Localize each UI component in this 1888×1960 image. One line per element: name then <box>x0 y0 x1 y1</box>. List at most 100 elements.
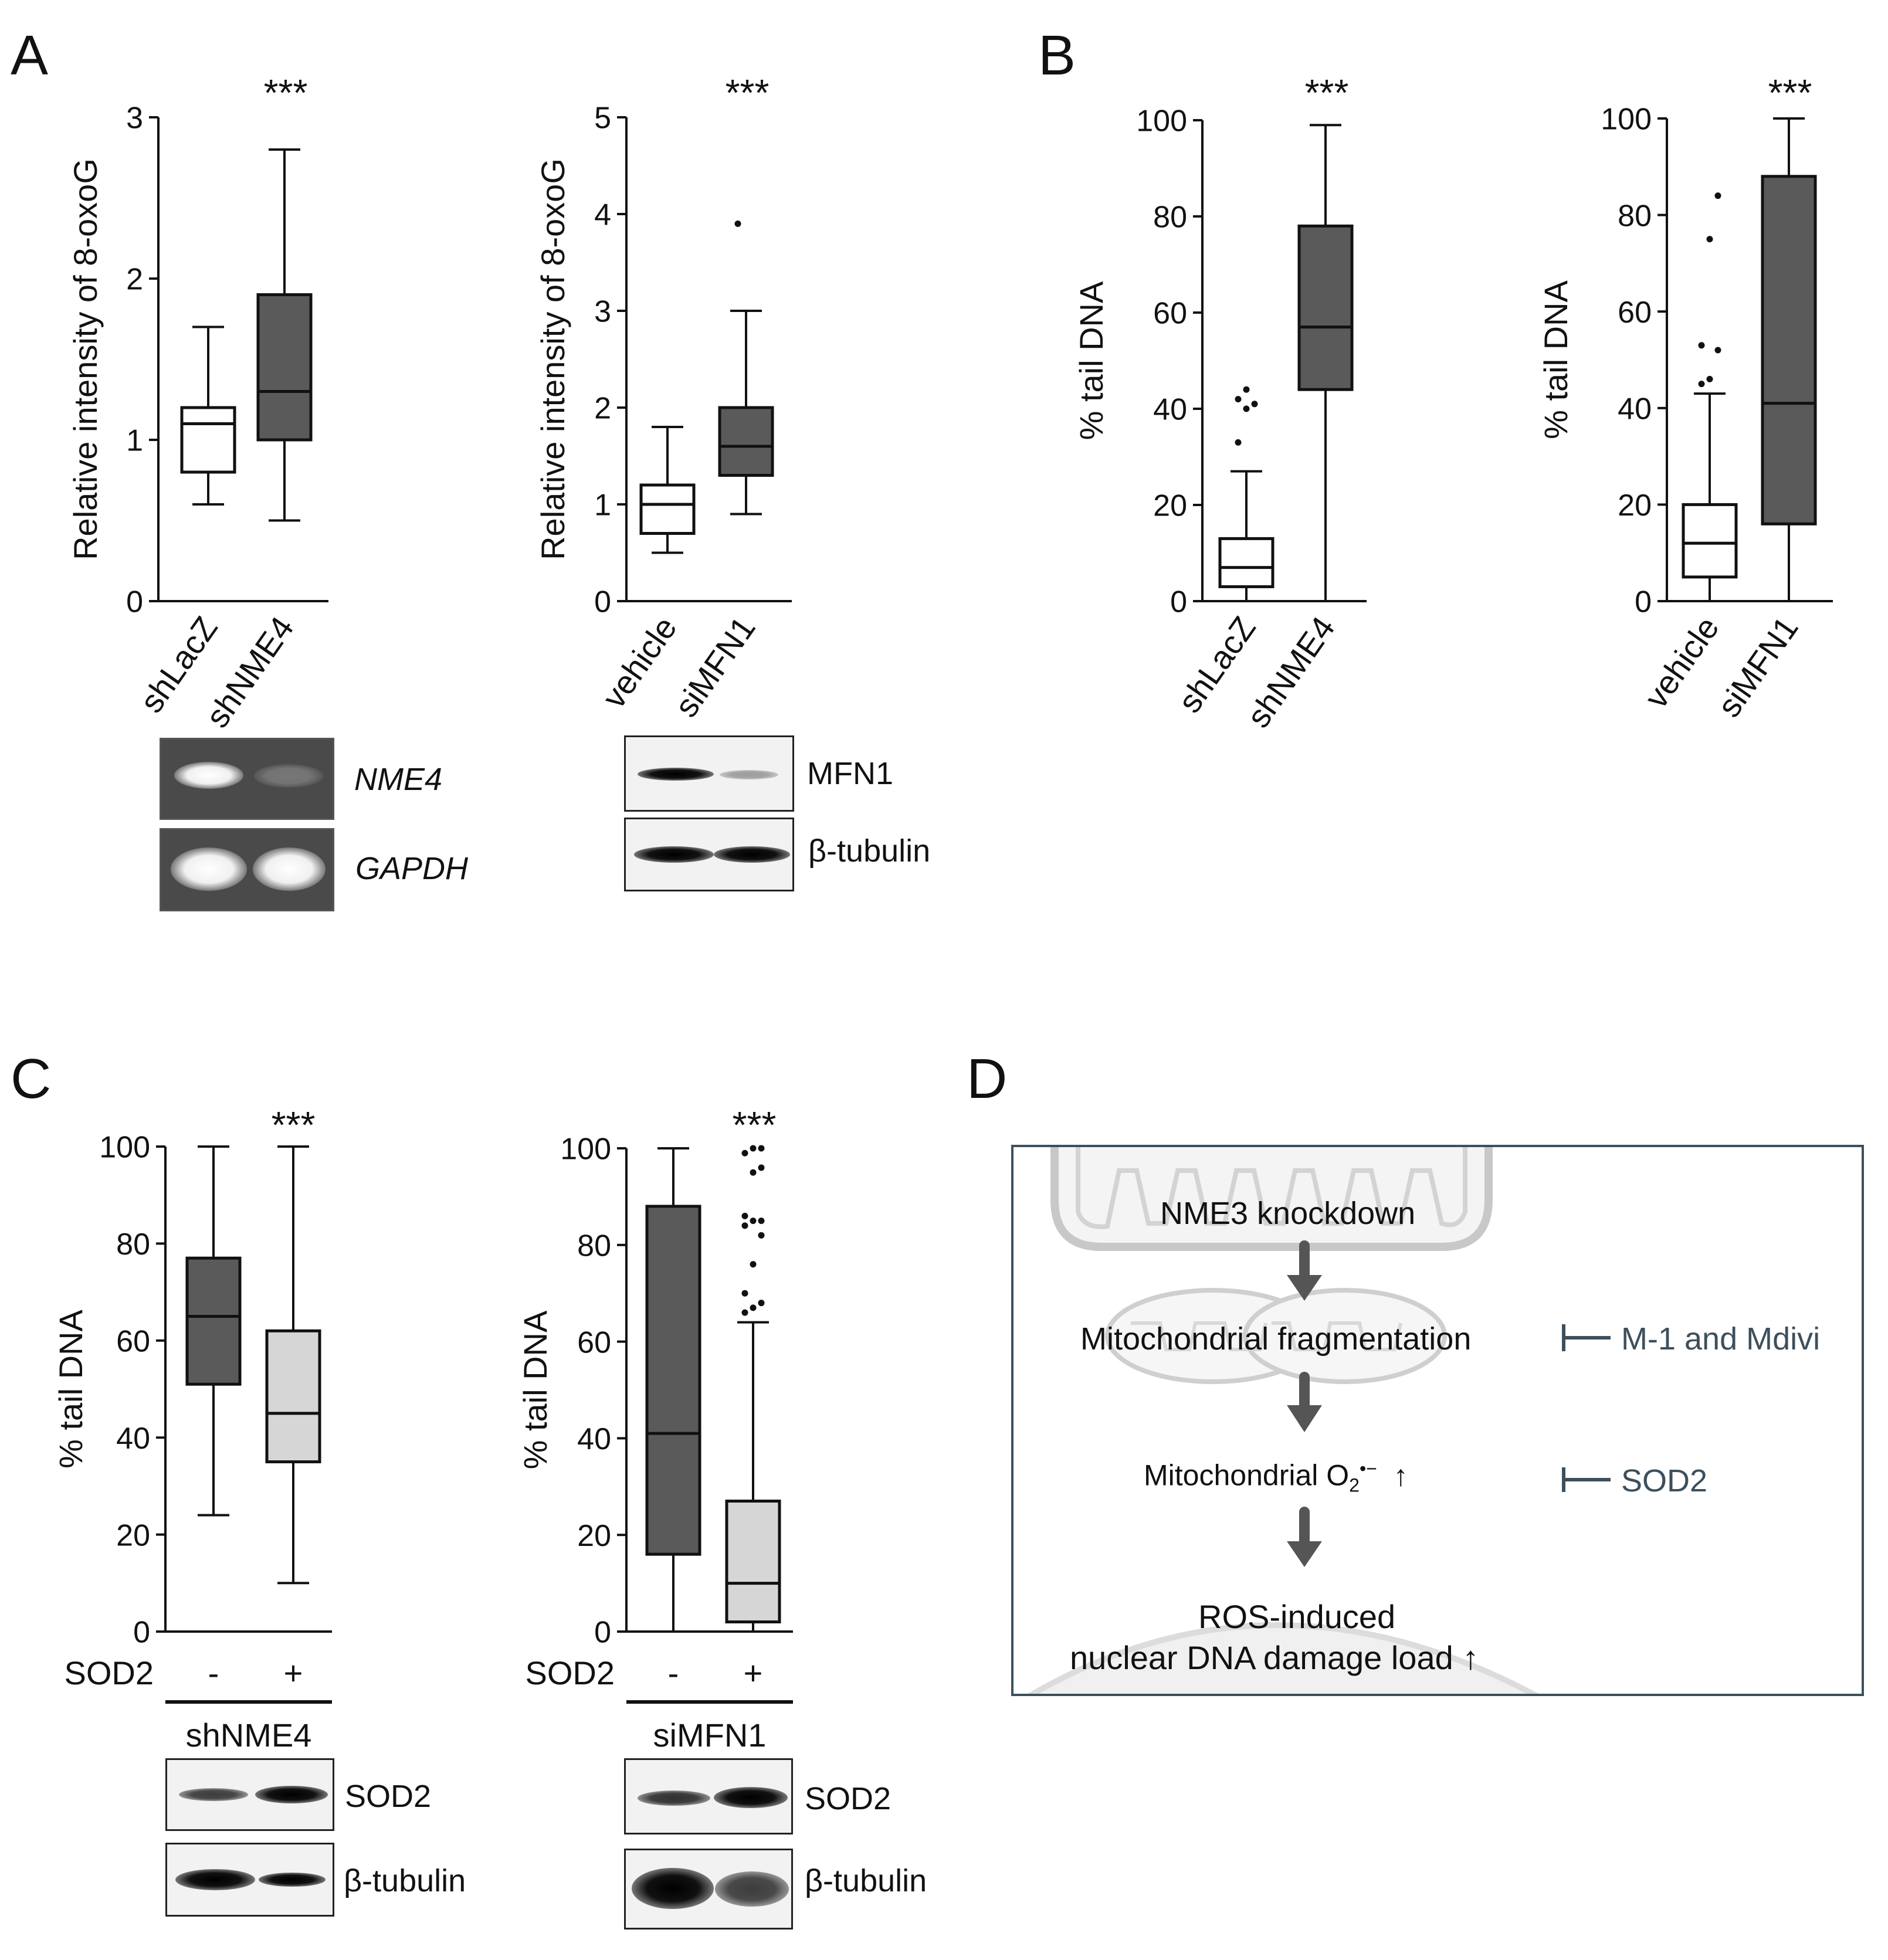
outlier-point <box>741 1309 748 1316</box>
y-tick-label: 100 <box>1136 104 1187 138</box>
box- <box>645 1147 701 1633</box>
box-iqr <box>265 1329 321 1464</box>
panel-letter-b: B <box>1038 24 1076 87</box>
y-tick-label: 0 <box>594 585 611 619</box>
box- <box>725 1145 781 1633</box>
band-sod2-left-plus <box>255 1786 328 1803</box>
band-sod2-left-minus <box>179 1788 248 1801</box>
outlier-point <box>1714 192 1721 199</box>
panel-letter-c: C <box>11 1047 52 1110</box>
outlier-point <box>758 1145 765 1152</box>
x-axis-label: SOD2 <box>65 1654 154 1691</box>
step-nme3-knockdown: NME3 knockdown <box>1160 1196 1416 1231</box>
band-tubulin-c-right-plus <box>715 1871 789 1907</box>
outlier-point <box>750 1169 757 1176</box>
y-tick-label: 1 <box>126 424 143 458</box>
y-tick-label: 20 <box>1153 489 1187 523</box>
y-axis-label: Relative intensity of 8-oxoG <box>534 158 571 560</box>
outlier-point <box>741 1212 748 1219</box>
nucleus-shape <box>1027 1622 1539 1694</box>
box- <box>185 1145 242 1517</box>
diagram-panel-d: NME3 knockdown Mitochondrial fragmentati… <box>1011 1145 1864 1696</box>
outlier-point <box>750 1304 757 1311</box>
y-tick-label: 40 <box>577 1422 611 1456</box>
y-tick-label: 100 <box>99 1131 150 1165</box>
significance-label: *** <box>1768 72 1812 114</box>
step-ros-induced: ROS-induced <box>1198 1598 1396 1635</box>
blot-label-gapdh: GAPDH <box>355 851 469 886</box>
gel-nme4 <box>160 738 334 820</box>
box-iqr <box>1682 503 1738 579</box>
superoxide-subscript: 2 <box>1349 1474 1360 1496</box>
panel-letter-a: A <box>11 24 49 87</box>
box-shlacz <box>1218 386 1275 602</box>
band-sod2-right-plus <box>714 1787 788 1808</box>
group-label: shNME4 <box>186 1717 312 1754</box>
outlier-point <box>750 1145 757 1152</box>
box-iqr <box>180 406 236 474</box>
box- <box>265 1145 321 1585</box>
box-shlacz <box>180 325 236 506</box>
y-tick-label: 1 <box>594 489 611 523</box>
blot-label-tubulin-c-right: β-tubulin <box>805 1863 927 1898</box>
y-tick-label: 40 <box>1153 393 1187 427</box>
box-simfn1 <box>1761 117 1817 602</box>
y-tick-label: 5 <box>594 101 611 135</box>
box-vehicle <box>1682 192 1738 602</box>
outlier-point <box>1698 381 1705 388</box>
y-axis-label: % tail DNA <box>1537 280 1574 439</box>
superoxide-increase-arrow: ↑ <box>1393 1459 1408 1492</box>
y-tick-label: 20 <box>116 1518 150 1552</box>
category-label: - <box>208 1654 219 1691</box>
arrow-2-head <box>1287 1405 1322 1432</box>
blot-label-sod2-right: SOD2 <box>805 1781 892 1816</box>
band-mfn1-vehicle <box>638 768 714 781</box>
blot-mfn1 <box>624 735 794 812</box>
box-iqr <box>639 483 696 535</box>
category-label: siMFN1 <box>1710 610 1805 724</box>
y-axis-label: % tail DNA <box>52 1309 89 1468</box>
y-tick-label: 20 <box>1618 489 1652 523</box>
outlier-point <box>1251 401 1258 408</box>
superoxide-superscript: •− <box>1359 1458 1377 1479</box>
outlier-point <box>1706 236 1713 243</box>
box-iqr <box>1218 537 1275 588</box>
box-simfn1 <box>718 221 774 516</box>
outlier-point <box>758 1218 765 1225</box>
blot-label-tubulin-a: β-tubulin <box>808 833 931 869</box>
outlier-point <box>758 1300 765 1307</box>
blot-tubulin-c-right <box>624 1849 793 1930</box>
step-mitochondrial-superoxide: Mitochondrial O2•− ↑ <box>1144 1458 1408 1497</box>
significance-label: *** <box>272 1104 316 1146</box>
box-iqr <box>645 1205 701 1556</box>
y-tick-label: 80 <box>577 1229 611 1263</box>
box-iqr <box>1761 175 1817 525</box>
box-vehicle <box>639 426 696 554</box>
y-tick-label: 0 <box>1635 585 1652 619</box>
band-nme4-shnme4 <box>254 764 323 788</box>
significance-label: *** <box>733 1104 777 1146</box>
box-iqr <box>256 293 313 442</box>
box-iqr <box>718 406 774 477</box>
flow-arrowheads <box>1287 1275 1322 1567</box>
y-tick-label: 0 <box>133 1616 150 1650</box>
blot-label-sod2-left: SOD2 <box>345 1779 432 1814</box>
diagram-background-art <box>1027 1147 1611 1694</box>
outlier-point <box>758 1164 765 1171</box>
band-nme4-shlacz <box>174 762 243 789</box>
blot-label-tubulin-c-left: β-tubulin <box>344 1863 466 1898</box>
blot-sod2-right <box>624 1758 793 1834</box>
band-sod2-right-minus <box>638 1791 710 1806</box>
significance-label: *** <box>1305 72 1349 114</box>
box-iqr <box>1297 224 1354 391</box>
box-shnme4 <box>256 148 313 522</box>
category-label: - <box>668 1654 679 1691</box>
band-tubulin-c-left-plus <box>259 1873 326 1887</box>
y-tick-label: 3 <box>126 101 143 135</box>
outlier-point <box>750 1218 757 1225</box>
